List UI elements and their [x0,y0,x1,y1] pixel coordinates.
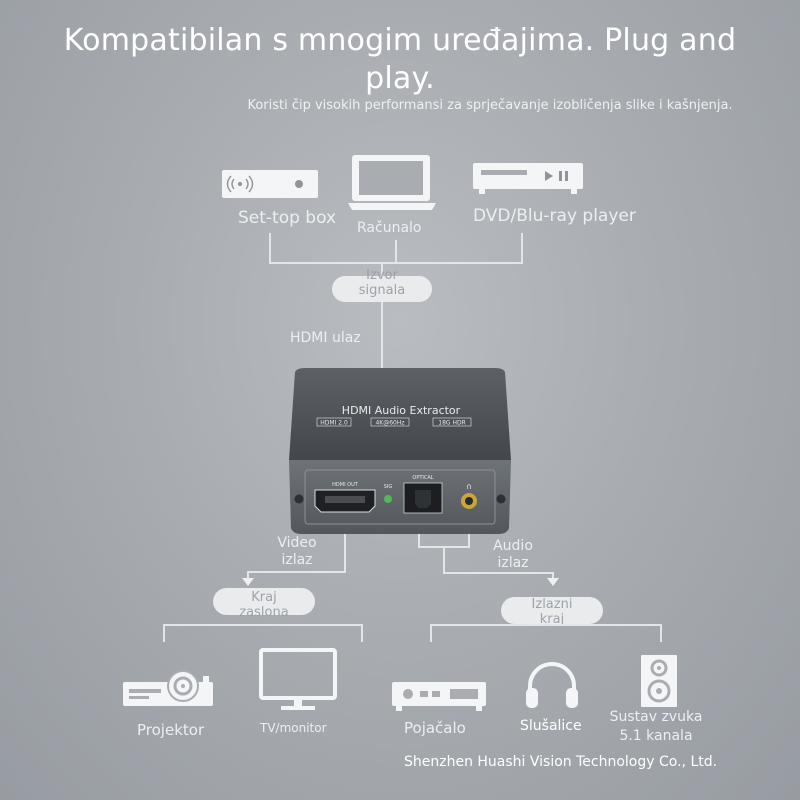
connector-line [269,262,523,264]
connector-line [552,572,554,580]
target-label-amplifier: Pojačalo [404,719,466,737]
device-name: HDMI Audio Extractor [342,404,461,417]
connector-line [247,571,346,573]
device-badge: HDMI 2.0 [320,420,348,427]
connector-line [163,624,363,626]
connector-line [381,262,383,276]
source-label-laptop: Računalo [357,220,422,236]
video-output-label: Video izlaz [277,535,317,568]
connector-line [443,546,445,573]
output-end-pill-text: Izlazni kraj [531,597,573,627]
connector-line [468,534,470,547]
hdmi-audio-extractor-device: HDMI Audio Extractor HDMI 2.0 4K@60Hz 18… [285,368,517,542]
connector-line [418,534,420,547]
output-end-pill: Izlazni kraj [501,597,603,627]
optical-label: OPTICAL [412,475,433,481]
source-label-set-top-box: Set-top box [238,208,337,228]
connector-line [395,240,397,263]
sig-label: SIG [384,484,393,490]
source-signal-pill-text: Izvor signala [358,268,406,298]
connector-line [660,624,662,642]
amplifier-icon [392,682,488,718]
target-label-projector: Projektor [137,721,205,739]
display-end-pill-text: Kraj zaslona [239,590,289,620]
laptop-icon [348,153,438,217]
target-label-headphones: Slušalice [520,718,582,734]
connector-line [247,571,249,581]
page-title: Kompatibilan s mnogim uređajima. Plug an… [63,23,737,96]
source-signal-pill: Izvor signala [332,268,432,302]
connector-line [381,302,383,372]
display-end-pill: Kraj zaslona [213,588,315,620]
connector-line [430,624,662,626]
target-label-monitor: TV/monitor [260,721,327,735]
arrow-down-icon [242,578,254,586]
monitor-icon [259,648,337,716]
target-label-speaker-system: Sustav zvuka 5.1 kanala [609,709,703,744]
speaker-icon [641,655,679,713]
connector-line [430,624,432,642]
headphones-icon [524,658,580,714]
connector-line [269,233,271,263]
connector-line [443,572,554,574]
projector-icon [123,668,215,714]
connector-line [163,624,165,642]
company-name: Shenzhen Huashi Vision Technology Co., L… [404,754,718,770]
audio-output-label: Audio izlaz [493,538,533,571]
connector-line [344,534,346,572]
device-badge: 4K@60Hz [375,420,404,427]
set-top-box-icon [222,170,320,204]
hdmi-input-label: HDMI ulaz [290,330,361,346]
arrow-down-icon [547,578,559,586]
connector-line [521,233,523,263]
device-badge: 18G HDR [438,420,466,427]
hdmi-out-label: HDMI OUT [332,482,359,488]
source-label-dvd-player: DVD/Blu-ray player [473,206,636,226]
dvd-player-icon [473,163,585,201]
svg-text:∩: ∩ [466,482,472,491]
connector-line [361,624,363,642]
page-subtitle: Koristi čip visokih performansi za sprje… [247,98,733,113]
